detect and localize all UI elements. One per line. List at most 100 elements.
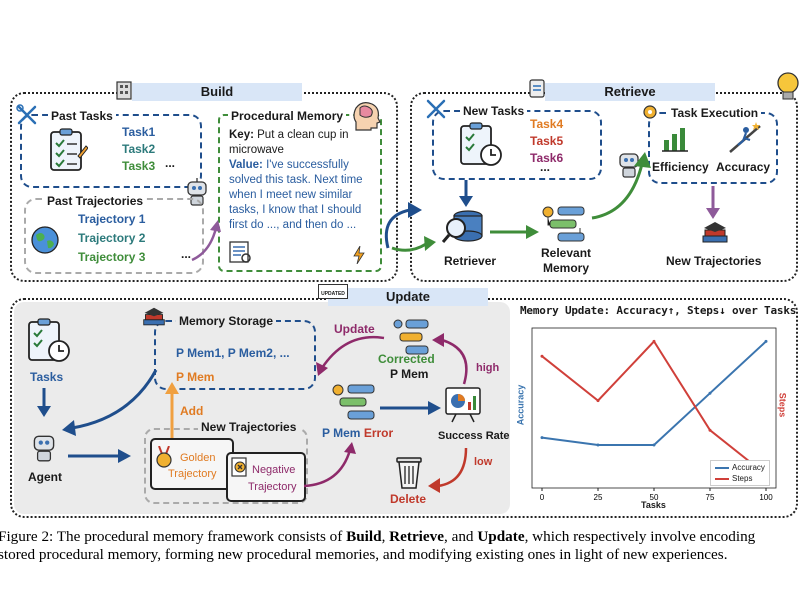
clipboard-clock-icon [460,122,502,166]
arrow-error-to-success [380,401,441,415]
globe-icon [31,226,59,254]
caption-pre: Figure 2: The procedural memory framewor… [0,528,347,545]
key-label: Key: [229,129,254,141]
past-trajectories-title: Past Trajectories [44,194,147,208]
golden-label-1: Golden [180,452,216,464]
tools-icon [16,104,37,125]
relevant-memory-icon [542,206,585,242]
arrow-storage-to-agent [62,369,158,436]
climber-icon [729,122,761,153]
arrow-traj-to-error [303,442,356,488]
value-text: I've successfully solved this task. Next… [229,159,363,231]
retrieve-title: Retrieve [545,83,715,101]
caption-and: , and [443,528,478,545]
task-execution-title: Task Execution [668,106,762,120]
arrow-traj-to-memory [191,220,221,262]
updated-badge: UPDATED [318,284,348,299]
past-task-3: Task3 [122,159,156,173]
corrected-label-2: P Mem [390,367,429,381]
checklist-icon [50,128,88,171]
data-point-accuracy [764,339,768,343]
data-point-steps [708,428,712,432]
arrow-exec-to-traj [706,186,720,219]
chart-xlabel: Tasks [641,500,666,510]
golden-label-2: Trajectory [168,468,217,480]
x-tick-label: 0 [540,493,545,502]
arrow-retriever-to-memory [490,225,539,239]
bar-chart-icon [662,128,688,152]
past-task-1: Task1 [122,125,156,139]
robot-icon-retrieve [619,153,639,178]
golden-trajectory-card [150,438,234,490]
p-mem-error-icon [332,384,375,420]
gears-icon [643,105,657,119]
corrected-p-mem-icon [393,319,429,355]
negative-doc-icon [231,457,247,477]
past-tasks-more: ... [165,156,176,170]
agent-robot-icon [33,435,55,462]
negative-label-1: Negative [252,464,296,476]
p-mem-error-b: Error [363,426,394,440]
bulb-icon [777,72,799,100]
high-label: high [476,362,500,374]
chart-title: Memory Update: Accuracy↑, Steps↓ over Ta… [520,304,797,317]
past-tasks-title: Past Tasks [48,109,116,123]
p-mems-list: P Mem1, P Mem2, ... [176,346,290,360]
caption-line-1: Figure 2: The procedural memory framewor… [0,528,800,546]
new-tasks-title: New Tasks [460,104,528,118]
relevant-memory-label-2: Memory [543,261,590,275]
new-task-6: Task6 [530,151,564,165]
data-point-steps [540,354,544,358]
agent-label: Agent [28,470,62,484]
chart-ylabel-left: Accuracy [515,384,526,426]
caption-comma: , [381,528,390,545]
medal-icon [156,446,172,468]
retriever-icon [442,210,483,243]
caption-build: Build [346,528,382,545]
data-point-steps [652,339,656,343]
arrow-build-retrieve [384,202,436,252]
x-tick-label: 100 [759,493,773,502]
corrected-label-1: Corrected [378,352,435,366]
data-point-accuracy [708,391,712,395]
new-tasks-more: ... [540,160,551,174]
legend-label-accuracy: Accuracy [732,463,765,472]
success-rate-icon [445,387,481,423]
caption-retrieve: Retrieve [389,528,444,545]
retriever-label: Retriever [444,254,497,268]
series-line-accuracy [541,340,767,446]
series-line-steps [541,339,767,476]
delete-label: Delete [390,492,427,506]
procedural-memory-title: Procedural Memory [228,109,347,123]
new-task-5: Task5 [530,134,564,148]
trash-icon [396,457,422,489]
past-trajectory-3: Trajectory 3 [78,250,146,264]
past-trajectory-1: Trajectory 1 [78,212,146,226]
books-icon [702,222,728,243]
brain-head-icon [353,102,381,131]
new-trajectories-update-title: New Trajectories [198,420,300,434]
p-mem-error-a: P Mem [322,426,361,440]
arrow-golden-to-pmem [165,382,179,438]
legend-item-accuracy: Accuracy [715,462,765,473]
p-mem-error-label: P Mem Error [322,426,393,440]
update-label: Update [334,322,375,336]
accuracy-label: Accuracy [716,160,771,174]
data-point-accuracy [540,436,544,440]
x-tick-label: 25 [594,493,603,502]
arrow-success-to-corrected [432,333,468,385]
add-label: Add [180,404,204,418]
data-point-accuracy [596,443,600,447]
x-tick-label: 75 [706,493,715,502]
caption-post: , which respectively involve encoding [524,528,756,545]
tools-icon-retrieve [426,99,446,119]
arrow-agent-to-traj [68,449,131,463]
memory-storage-title: Memory Storage [176,314,277,328]
arrow-tasks-to-retriever [459,180,473,207]
past-trajectory-2: Trajectory 2 [78,231,146,245]
graduation-books-icon [143,307,165,326]
new-trajectories-retrieve: New Trajectories [666,254,762,268]
build-title: Build [132,83,302,101]
chart-legend: Accuracy Steps [710,460,770,486]
lightning-icon [353,246,365,264]
